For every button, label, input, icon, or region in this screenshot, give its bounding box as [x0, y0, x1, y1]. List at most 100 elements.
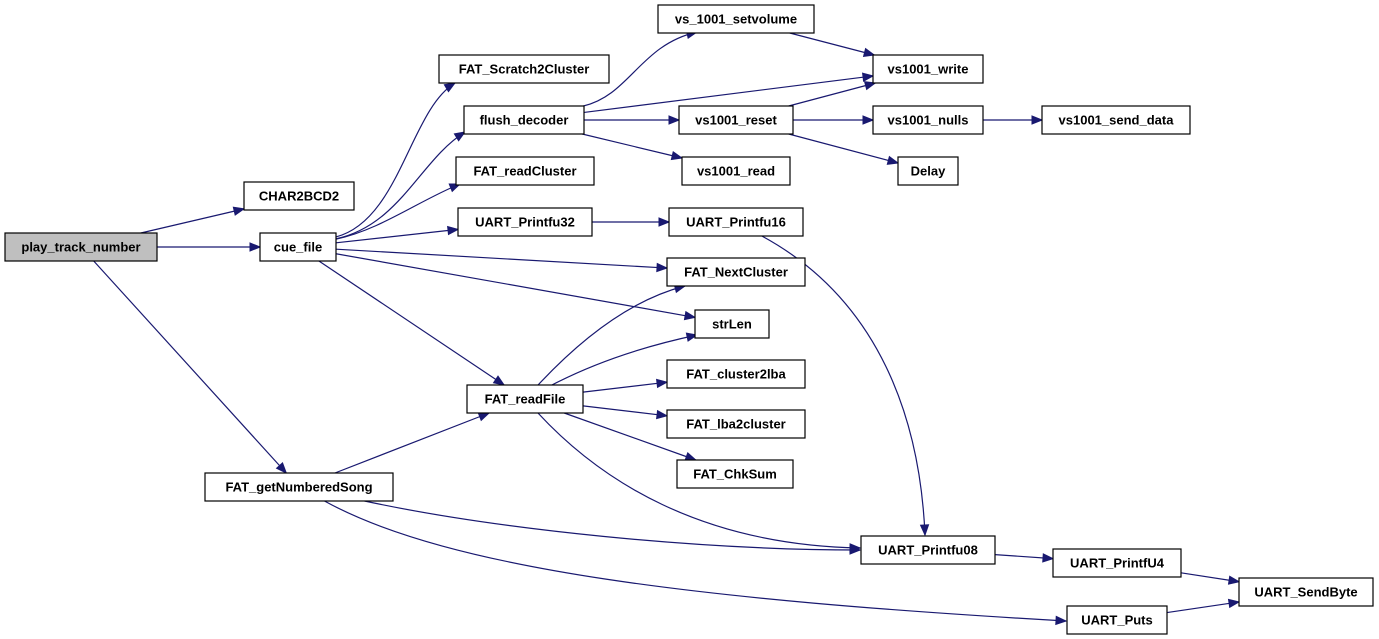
arrowhead [670, 150, 684, 161]
node-label: vs1001_send_data [1059, 113, 1175, 128]
node-strlen[interactable]: strLen [694, 309, 770, 339]
node-uart-puts[interactable]: UART_Puts [1066, 605, 1168, 635]
node-label: Delay [911, 164, 946, 179]
arrowhead [492, 375, 506, 386]
node-label: FAT_NextCluster [684, 265, 788, 280]
edge-cue_file-to-flush_decoder [335, 131, 467, 240]
arrowhead [443, 82, 457, 93]
node-label: vs_1001_setvolume [675, 12, 797, 27]
node-label: UART_Puts [1081, 613, 1153, 628]
arrowhead [1227, 575, 1241, 585]
node-uart-printfu16[interactable]: UART_Printfu16 [668, 207, 804, 237]
arrowhead [448, 183, 462, 193]
arrowhead [1055, 615, 1068, 626]
node-vs1001-write[interactable]: vs1001_write [872, 54, 984, 84]
edge-cue_file-to-UART_Printfu32 [335, 225, 460, 244]
edge-vs1001_reset-to-vs1001_write [788, 81, 877, 107]
arrowhead [656, 262, 669, 273]
arrowhead [862, 47, 876, 57]
edge-FAT_getNumberedSong-to-FAT_readFile [334, 412, 491, 474]
node-fat-readcluster[interactable]: FAT_readCluster [455, 156, 595, 186]
node-label: vs1001_read [697, 164, 775, 179]
arrowhead [656, 378, 669, 389]
node-play-track-number[interactable]: play_track_number [4, 232, 158, 262]
node-label: UART_SendByte [1254, 585, 1357, 600]
edge-vs1001_reset-to-vs1001_nulls [793, 115, 875, 125]
node-label: FAT_cluster2lba [686, 367, 786, 382]
node-label: UART_Printfu32 [475, 215, 575, 230]
edge-FAT_getNumberedSong-to-UART_Printfu08 [364, 500, 862, 555]
edge-flush_decoder-to-vs1001_reset [584, 115, 681, 125]
arrowhead [919, 524, 930, 537]
edge-UART_Printfu08-to-UART_PrintfU4 [994, 553, 1055, 563]
node-char2bcd2[interactable]: CHAR2BCD2 [243, 181, 355, 211]
arrowhead [275, 462, 288, 474]
edge-UART_PrintfU4-to-UART_SendByte [1180, 572, 1241, 585]
arrowhead [453, 131, 467, 142]
arrowhead [232, 206, 246, 216]
arrowhead [658, 217, 671, 227]
edge-cue_file-to-FAT_NextCluster [335, 248, 669, 273]
node-fat-cluster2lba[interactable]: FAT_cluster2lba [666, 359, 806, 389]
node-vs1001-send-data[interactable]: vs1001_send_data [1041, 105, 1191, 135]
node-fat-lba2cluster[interactable]: FAT_lba2cluster [666, 409, 806, 439]
edge-vs1001_reset-to-Delay [788, 133, 900, 165]
node-vs1001-nulls[interactable]: vs1001_nulls [872, 105, 984, 135]
node-label: strLen [712, 317, 752, 332]
edge-play_track_number-to-cue_file [157, 242, 262, 252]
node-label: FAT_readCluster [473, 164, 576, 179]
edge-FAT_readFile-to-FAT_cluster2lba [582, 378, 669, 393]
node-label: UART_Printfu08 [878, 543, 978, 558]
node-fat-chksum[interactable]: FAT_ChkSum [676, 459, 794, 489]
arrowhead [683, 310, 697, 321]
arrowhead [863, 81, 877, 91]
arrowhead [447, 225, 460, 236]
node-uart-sendbyte[interactable]: UART_SendByte [1238, 577, 1374, 607]
node-fat-readfile[interactable]: FAT_readFile [466, 384, 584, 414]
node-label: play_track_number [21, 240, 140, 255]
node-fat-nextcluster[interactable]: FAT_NextCluster [666, 257, 806, 287]
arrowhead [249, 242, 262, 252]
edge-UART_Printfu32-to-UART_Printfu16 [592, 217, 671, 227]
arrowhead [477, 412, 491, 422]
arrowhead [849, 545, 862, 555]
arrowhead [656, 409, 669, 420]
node-label: FAT_ChkSum [693, 467, 777, 482]
edge-play_track_number-to-CHAR2BCD2 [140, 206, 246, 234]
node-label: cue_file [274, 240, 322, 255]
edge-vs1001_nulls-to-vs1001_send_data [983, 115, 1044, 125]
node-uart-printfu08[interactable]: UART_Printfu08 [860, 535, 996, 565]
arrowhead [862, 115, 875, 125]
edge-FAT_readFile-to-strLen [551, 332, 699, 386]
node-vs1001-read[interactable]: vs1001_read [681, 156, 791, 186]
node-label: CHAR2BCD2 [259, 189, 339, 204]
node-vs1001-reset[interactable]: vs1001_reset [678, 105, 794, 135]
edge-flush_decoder-to-vs1001_write [583, 72, 875, 114]
arrowhead [1042, 553, 1055, 563]
arrowhead [861, 72, 875, 82]
node-label: FAT_lba2cluster [686, 417, 785, 432]
edge-FAT_readFile-to-FAT_NextCluster [537, 283, 687, 386]
node-fat-getnumberedsong[interactable]: FAT_getNumberedSong [204, 472, 394, 502]
node-label: FAT_getNumberedSong [225, 480, 372, 495]
node-uart-printfu4[interactable]: UART_PrintfU4 [1052, 548, 1182, 578]
node-label: UART_PrintfU4 [1070, 556, 1165, 571]
arrowhead [1227, 598, 1241, 609]
node-delay[interactable]: Delay [897, 156, 959, 186]
node-label: FAT_readFile [485, 392, 566, 407]
arrowhead [684, 452, 698, 461]
node-fat-scratch2cluster[interactable]: FAT_Scratch2Cluster [438, 54, 610, 84]
edge-play_track_number-to-FAT_getNumberedSong [93, 260, 288, 474]
arrowhead [1031, 115, 1044, 125]
node-uart-printfu32[interactable]: UART_Printfu32 [457, 207, 593, 237]
arrowhead [886, 155, 900, 165]
node-vs-1001-setvolume[interactable]: vs_1001_setvolume [657, 4, 815, 34]
node-label: FAT_Scratch2Cluster [459, 62, 590, 77]
node-cue-file[interactable]: cue_file [259, 232, 337, 262]
node-flush-decoder[interactable]: flush_decoder [463, 105, 585, 135]
edge-cue_file-to-FAT_readCluster [335, 183, 462, 240]
arrowhead [668, 115, 681, 125]
edge-flush_decoder-to-vs1001_read [582, 133, 684, 161]
edge-FAT_readFile-to-FAT_lba2cluster [582, 405, 669, 420]
edge-FAT_getNumberedSong-to-UART_Puts [324, 500, 1068, 626]
